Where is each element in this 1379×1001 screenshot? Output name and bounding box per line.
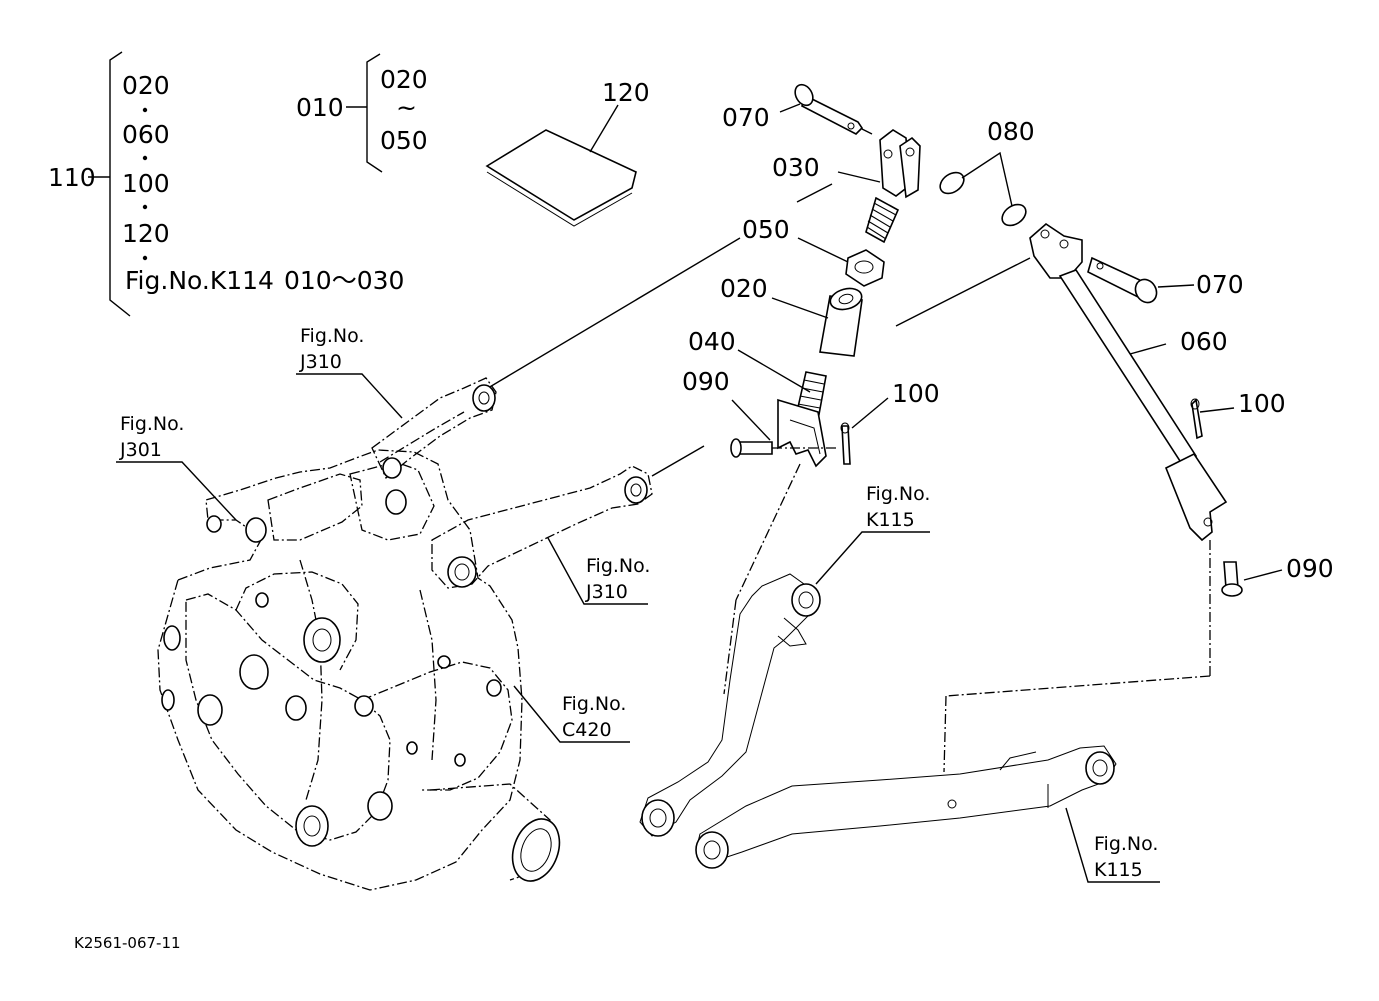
fig-ref-j310-top-line2: J310 — [299, 351, 342, 373]
fig-ref-j310-mid-line1: Fig.No. — [586, 555, 650, 577]
clevis-040 — [777, 371, 827, 468]
fig-ref-j310-mid: Fig.No. J310 — [547, 537, 650, 605]
fig-ref-j301-line1: Fig.No. — [120, 413, 184, 435]
lift-arm-middle — [431, 465, 653, 589]
ring-080-a — [939, 171, 965, 195]
pin-090-left — [730, 438, 773, 458]
pin-070-top — [794, 83, 873, 135]
label-070-top: 070 — [722, 103, 770, 132]
label-100-left: 100 — [892, 379, 940, 408]
lower-link-left — [639, 573, 821, 837]
sub-assembly-tilde: ~ — [396, 93, 417, 122]
fig-ref-k115-bottom: Fig.No. K115 — [1065, 807, 1160, 883]
fig-ref-j301-line2: J301 — [119, 439, 162, 461]
nut-050 — [845, 249, 885, 287]
kit-member-2: 060 — [122, 120, 170, 149]
fig-ref-c420: Fig.No. C420 — [513, 685, 630, 743]
lift-rod-left-assembly: 070 030 080 050 — [682, 83, 1035, 695]
cotter-100-left — [840, 422, 851, 465]
label-050: 050 — [742, 215, 790, 244]
lower-link-right — [695, 745, 1117, 869]
leader-050-to-arm — [487, 237, 741, 389]
label-120: 120 — [602, 78, 650, 107]
kit-figure-range: 010～030 — [284, 266, 404, 295]
sleeve-020 — [819, 287, 863, 357]
leader-center — [895, 257, 1031, 327]
fig-ref-k115-top-line1: Fig.No. — [866, 483, 930, 505]
label-030: 030 — [772, 153, 820, 182]
fig-ref-c420-line2: C420 — [562, 719, 612, 741]
part-120-sheet: 120 — [485, 78, 650, 227]
fig-ref-j310-top-line1: Fig.No. — [300, 325, 364, 347]
label-100-right: 100 — [1238, 389, 1286, 418]
boss-e — [295, 805, 329, 847]
boss-c — [197, 694, 223, 726]
boss-b — [239, 654, 269, 690]
kit-set-number: 110 — [48, 163, 96, 192]
label-090-left: 090 — [682, 367, 730, 396]
kit-member-3: 100 — [122, 169, 170, 198]
sub-assembly-010: 010 020 ~ 050 — [296, 53, 428, 173]
fig-ref-j310-mid-line2: J310 — [585, 581, 628, 603]
leader-090-to-arm — [651, 445, 705, 477]
yoke-030 — [865, 129, 921, 244]
kit-group-110: 110 020 060 100 120 Fig.No.K114 010～030 — [48, 51, 404, 317]
fig-ref-k115-top: Fig.No. K115 — [815, 483, 930, 585]
transmission-housing — [157, 449, 561, 891]
label-020: 020 — [720, 274, 768, 303]
label-090-right: 090 — [1286, 554, 1334, 583]
kit-member-4: 120 — [122, 219, 170, 248]
fig-ref-k115-top-line2: K115 — [866, 509, 915, 531]
kit-figure-ref: Fig.No.K114 — [125, 266, 274, 295]
label-070-right: 070 — [1196, 270, 1244, 299]
ring-080-b — [1001, 203, 1027, 227]
drawing-code: K2561-067-11 — [74, 934, 181, 952]
sub-assembly-from: 020 — [380, 65, 428, 94]
pin-090-right — [1221, 561, 1243, 597]
boss-g — [354, 695, 374, 717]
label-060: 060 — [1180, 327, 1228, 356]
lift-rod-right-assembly: 060 070 100 090 — [943, 222, 1334, 773]
fig-ref-k115-bottom-line1: Fig.No. — [1094, 833, 1158, 855]
sub-assembly-number: 010 — [296, 93, 344, 122]
label-040: 040 — [688, 327, 736, 356]
boss-d — [285, 695, 307, 721]
cotter-100-right — [1190, 398, 1203, 440]
label-080: 080 — [987, 117, 1035, 146]
pto-tube — [429, 783, 561, 882]
boss-f — [367, 791, 393, 821]
sub-assembly-to: 050 — [380, 126, 428, 155]
fig-ref-c420-line1: Fig.No. — [562, 693, 626, 715]
fig-ref-j310-top: Fig.No. J310 — [296, 325, 403, 419]
fig-ref-j301: Fig.No. J301 — [116, 413, 237, 521]
boss-a — [303, 617, 341, 663]
fig-ref-k115-bottom-line2: K115 — [1094, 859, 1143, 881]
kit-member-1: 020 — [122, 71, 170, 100]
pin-070-right — [1087, 256, 1158, 304]
